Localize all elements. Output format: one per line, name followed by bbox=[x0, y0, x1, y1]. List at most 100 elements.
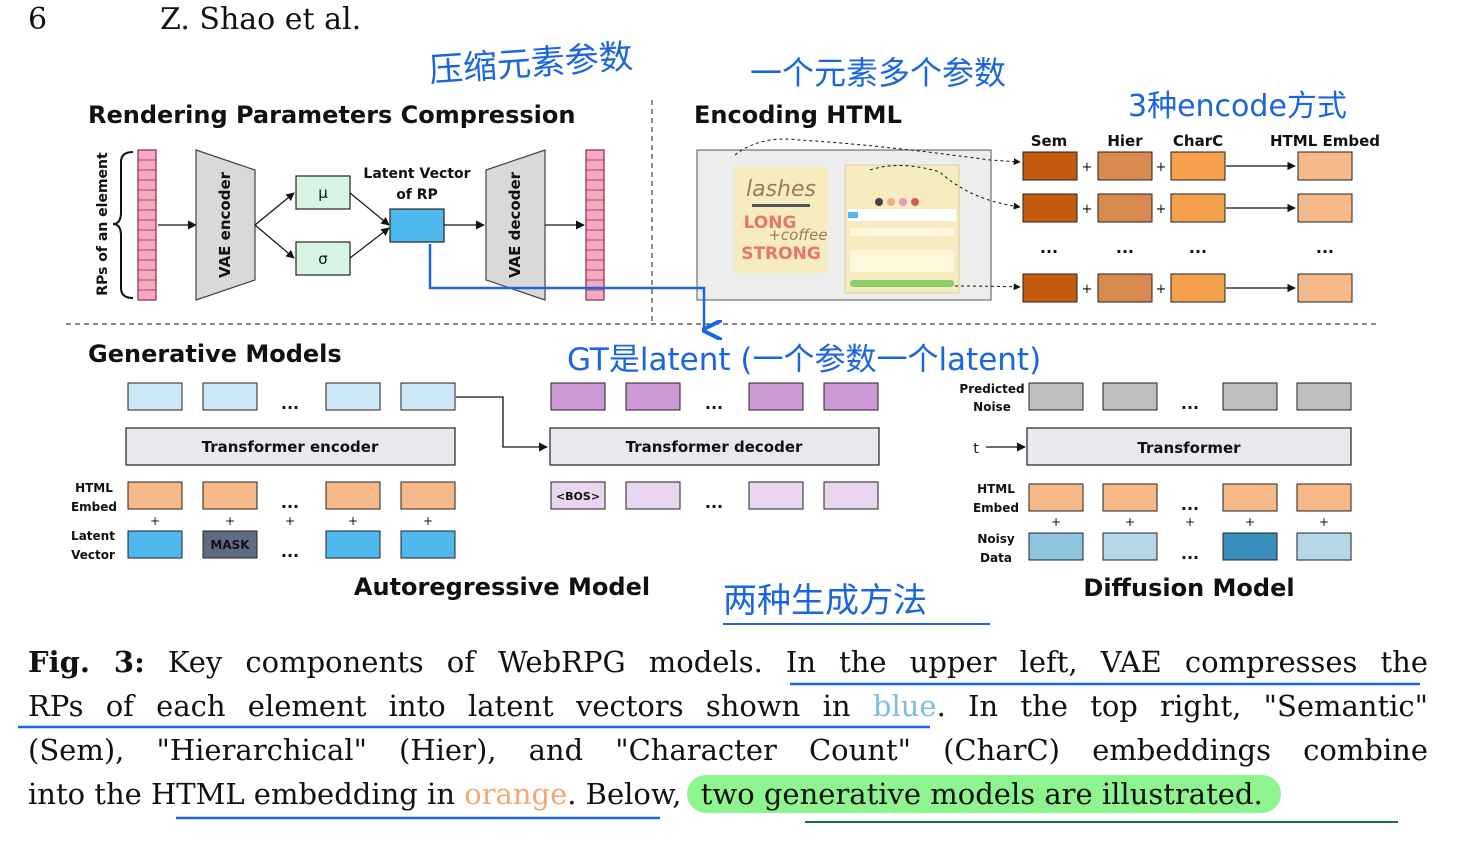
encoding-title: Encoding HTML bbox=[694, 101, 902, 129]
svg-text:+: + bbox=[1156, 282, 1167, 297]
transformer-decoder bbox=[549, 427, 880, 466]
svg-text:...: ... bbox=[281, 493, 299, 512]
svg-text:Noise: Noise bbox=[973, 400, 1011, 414]
svg-text:...: ... bbox=[705, 394, 723, 413]
svg-text:...: ... bbox=[281, 394, 299, 413]
bos-label: <BOS> bbox=[556, 490, 600, 503]
svg-text:+: + bbox=[1185, 515, 1195, 529]
transformer-encoder-label: Transformer encoder bbox=[202, 438, 379, 456]
rps-label: RPs of an element bbox=[95, 152, 111, 296]
svg-text:+: + bbox=[1051, 515, 1061, 529]
svg-text:Predicted: Predicted bbox=[959, 382, 1024, 396]
latent-vector-label: Latent Vector bbox=[363, 166, 470, 182]
svg-text:Vector: Vector bbox=[71, 548, 115, 562]
svg-text:...: ... bbox=[705, 493, 723, 512]
svg-text:+: + bbox=[1319, 515, 1329, 529]
col-html-embed: HTML Embed bbox=[1270, 132, 1380, 150]
vae-decoder-label: VAE decoder bbox=[506, 171, 524, 278]
svg-text:...: ... bbox=[1116, 238, 1134, 257]
mask-token bbox=[202, 530, 258, 559]
svg-text:Embed: Embed bbox=[71, 500, 117, 514]
thumb-text-lashes: lashes bbox=[746, 177, 816, 202]
vae-decoder bbox=[485, 149, 546, 301]
col-charc: CharC bbox=[1173, 132, 1223, 150]
latent-vector-label-2: of RP bbox=[396, 187, 438, 203]
svg-text:+: + bbox=[150, 514, 160, 528]
svg-text:+: + bbox=[348, 514, 358, 528]
svg-text:...: ... bbox=[1040, 238, 1058, 257]
predicted-noise-row: ... bbox=[1028, 382, 1352, 413]
timestep-label: t bbox=[973, 441, 979, 457]
diffusion-transformer-label: Transformer bbox=[1137, 439, 1241, 457]
svg-text:...: ... bbox=[281, 542, 299, 561]
caption-line-3: (Sem), "Hierarchical" (Hier), and "Chara… bbox=[28, 733, 1428, 767]
svg-text:+: + bbox=[1125, 515, 1135, 529]
running-header-authors: Z. Shao et al. bbox=[160, 2, 362, 37]
svg-text:+: + bbox=[225, 514, 235, 528]
svg-text:Data: Data bbox=[980, 551, 1012, 565]
ar-html-embed-row: ... bbox=[127, 481, 456, 512]
svg-text:+: + bbox=[1082, 282, 1093, 297]
note-two-methods: 两种生成方法 bbox=[723, 581, 927, 621]
svg-text:+: + bbox=[1082, 202, 1093, 217]
diffusion-html-embed-row: ... bbox=[1028, 483, 1352, 514]
svg-text:...: ... bbox=[1181, 394, 1199, 413]
svg-text:Latent: Latent bbox=[71, 529, 115, 543]
diffusion-title: Diffusion Model bbox=[1083, 574, 1294, 602]
svg-text:+: + bbox=[1245, 515, 1255, 529]
thumb-text-strong: STRONG bbox=[741, 244, 821, 264]
vae-encoder-label: VAE encoder bbox=[216, 171, 234, 278]
svg-text:+: + bbox=[1156, 160, 1167, 175]
embedding-row-2: + + bbox=[1022, 193, 1353, 223]
svg-text:...: ... bbox=[1181, 495, 1199, 514]
diffusion-plus-row: + + + + + bbox=[1051, 515, 1329, 529]
svg-text:+: + bbox=[423, 514, 433, 528]
svg-text:Noisy: Noisy bbox=[977, 532, 1015, 546]
sigma-label: σ bbox=[318, 250, 328, 268]
caption-orange-word: orange bbox=[464, 777, 568, 811]
caption-blue-word: blue bbox=[872, 689, 937, 723]
embedding-row-3: + + bbox=[1022, 273, 1353, 303]
svg-text:+: + bbox=[1082, 160, 1093, 175]
svg-text:...: ... bbox=[1316, 238, 1334, 257]
col-hier: Hier bbox=[1107, 132, 1143, 150]
rp-input-column bbox=[137, 149, 157, 301]
svg-text:+: + bbox=[285, 514, 295, 528]
rp-output-column bbox=[585, 149, 605, 301]
ar-decoder-outputs: ... bbox=[550, 382, 879, 413]
note-gt-latent: GT是latent (一个参数一个latent) bbox=[567, 342, 1041, 378]
annotation-latent-arrow bbox=[428, 244, 704, 330]
ar-encoder-outputs: ... bbox=[127, 382, 456, 413]
note-one-element: 一个元素多个参数 bbox=[750, 54, 1006, 92]
diffusion-transformer bbox=[1026, 427, 1352, 466]
mu-label: μ bbox=[318, 184, 328, 202]
compression-title: Rendering Parameters Compression bbox=[88, 101, 575, 129]
transformer-decoder-label: Transformer decoder bbox=[626, 438, 803, 456]
mu-box bbox=[295, 175, 351, 210]
figure-caption: Fig. 3: Key components of WebRPG models.… bbox=[28, 640, 1428, 816]
svg-text:HTML: HTML bbox=[75, 481, 113, 495]
thumb-text-long: LONG bbox=[744, 213, 797, 233]
note-three-encode: 3种encode方式 bbox=[1128, 89, 1347, 124]
ar-plus-row: + + + + + bbox=[150, 514, 433, 528]
caption-line-4: into the HTML embedding in orange. Below… bbox=[28, 772, 1428, 816]
caption-highlight: two generative models are illustrated. bbox=[686, 775, 1281, 813]
thumb-text-coffee: +coffee bbox=[768, 226, 827, 244]
vae-encoder bbox=[195, 149, 256, 301]
svg-text:HTML: HTML bbox=[977, 482, 1015, 496]
sigma-box bbox=[295, 241, 351, 276]
embedding-ellipsis-row: ... ... ... ... bbox=[1040, 238, 1334, 257]
noisy-data-row: ... bbox=[1028, 532, 1352, 563]
embedding-row-1: + + bbox=[1022, 151, 1353, 181]
figure-3: Rendering Parameters Compression RPs of … bbox=[66, 40, 1380, 625]
svg-text:Embed: Embed bbox=[973, 501, 1019, 515]
webpage-thumbnail: lashes LONG +coffee STRONG bbox=[696, 149, 992, 301]
svg-text:...: ... bbox=[1181, 544, 1199, 563]
rps-brace bbox=[112, 151, 134, 299]
col-sem: Sem bbox=[1031, 132, 1068, 150]
autoregressive-title: Autoregressive Model bbox=[354, 573, 650, 601]
note-compress: 压缩元素参数 bbox=[428, 40, 634, 91]
ar-decoder-inputs: <BOS> ... bbox=[550, 481, 879, 512]
svg-text:+: + bbox=[1156, 202, 1167, 217]
transformer-encoder bbox=[125, 427, 456, 466]
